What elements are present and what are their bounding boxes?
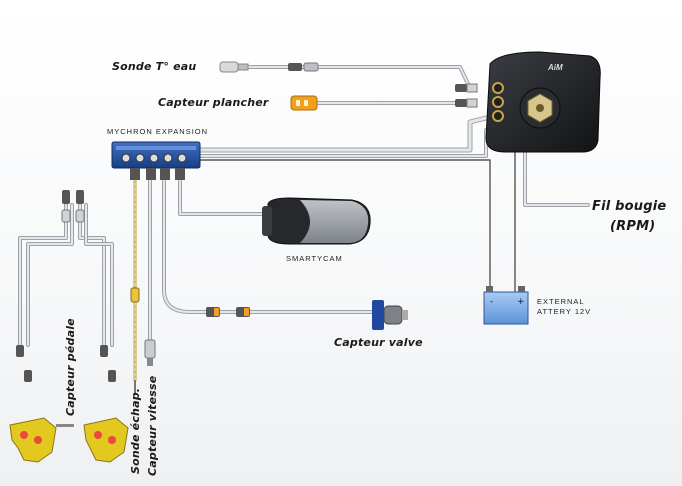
mychron-expansion-box [111, 141, 201, 180]
label-sonde-eau: Sonde T° eau [112, 60, 197, 73]
label-rpm: (RPM) [610, 219, 656, 234]
cable-battery [199, 151, 516, 293]
data-logger: AiM [485, 51, 601, 153]
label-fil-bougie: Fil bougie [592, 199, 667, 214]
cable-capteur-valve [162, 176, 377, 314]
label-capteur-plancher: Capteur plancher [158, 96, 269, 109]
cable-fil-bougie [523, 148, 590, 207]
external-battery: - + [483, 286, 529, 325]
capteur-plancher-sensor [290, 95, 318, 111]
label-capteur-pedale: Capteur pédale [64, 318, 77, 416]
pedal-bracket-left [9, 417, 74, 463]
logger-connectors [455, 83, 478, 108]
cables [18, 65, 590, 382]
smartycam [262, 197, 371, 245]
battery-plus-sign: + [517, 297, 525, 307]
sonde-echap-sensor [130, 287, 140, 395]
label-mychron-expansion: MYCHRON EXPANSION [107, 127, 209, 136]
pedal-connectors [16, 190, 116, 382]
label-sonde-echap: Sonde échap. [129, 387, 142, 474]
sonde-eau-sensor [219, 61, 319, 73]
label-smartycam: SMARTYCAM [286, 254, 343, 263]
label-external-battery: EXTERNAL ATTERY 12V [537, 297, 592, 316]
capteur-valve-sensor [206, 300, 408, 330]
aim-logo: AiM [547, 63, 563, 72]
pedal-bracket-right [83, 417, 129, 463]
label-capteur-valve: Capteur valve [334, 336, 423, 349]
cable-sonde-eau [226, 65, 472, 90]
cable-smartycam [178, 176, 270, 216]
cable-expansion-logger [197, 115, 489, 158]
battery-minus-sign: - [490, 297, 493, 307]
capteur-vitesse-sensor [144, 339, 156, 366]
label-capteur-vitesse: Capteur vitesse [146, 375, 159, 476]
